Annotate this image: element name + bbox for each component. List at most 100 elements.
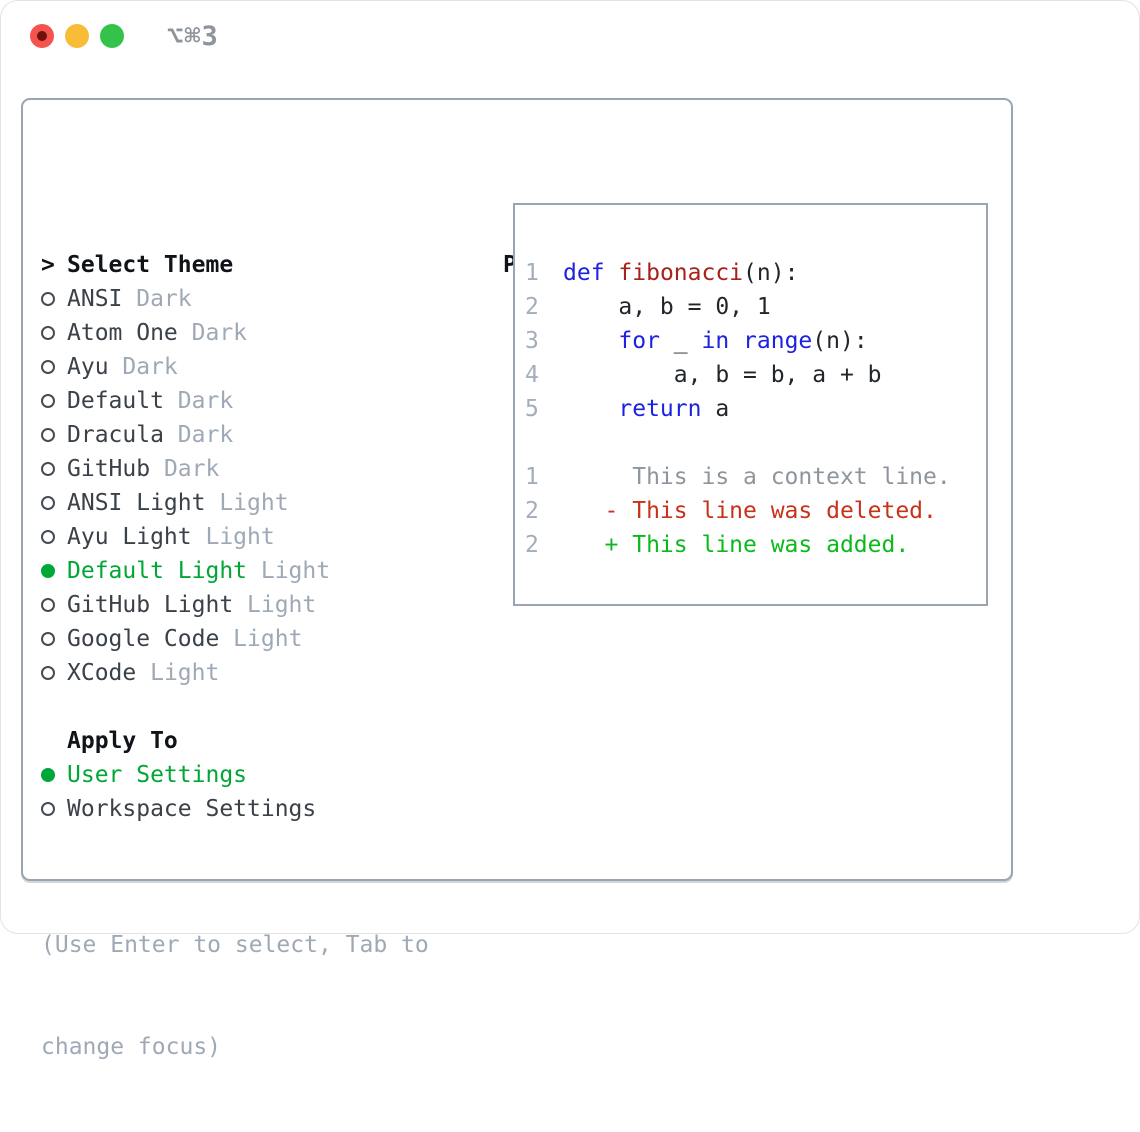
radio-icon xyxy=(41,393,55,408)
code-token-plain xyxy=(563,328,618,354)
theme-name: GitHub Light xyxy=(67,592,234,618)
theme-name: Ayu Light xyxy=(67,524,192,550)
code-token-plain: a xyxy=(701,396,730,422)
theme-option-google-code[interactable]: Google Code Light xyxy=(41,622,330,656)
theme-name: Google Code xyxy=(67,626,220,652)
radio-icon xyxy=(41,427,55,442)
theme-option-default[interactable]: Default Dark xyxy=(41,384,330,418)
line-number: 2 xyxy=(525,498,539,524)
diff-line-added: 2 + This line was added. xyxy=(525,528,986,562)
diff-preview: 1 This is a context line.2 - This line w… xyxy=(525,460,986,562)
code-token-plain: a, b = b, a + b xyxy=(563,362,882,388)
diff-line-context: 1 This is a context line. xyxy=(525,460,986,494)
theme-name: Default Light xyxy=(67,558,248,584)
diff-line-deleted: 2 - This line was deleted. xyxy=(525,494,986,528)
code-line: 2 a, b = 0, 1 xyxy=(525,290,986,324)
code-token-plain: (n): xyxy=(812,328,868,354)
theme-name: XCode xyxy=(67,660,137,686)
theme-variant-tag: Light xyxy=(247,558,331,584)
theme-variant-tag: Dark xyxy=(177,320,248,346)
selection-cursor-icon: > xyxy=(41,252,55,278)
theme-name: ANSI Light xyxy=(67,490,206,516)
theme-variant-tag: Dark xyxy=(163,388,234,414)
apply-option-workspace-settings[interactable]: Workspace Settings xyxy=(41,792,316,826)
titlebar: ⌥⌘3 xyxy=(1,1,1139,73)
maximize-button[interactable] xyxy=(100,24,124,48)
code-line: 4 a, b = b, a + b xyxy=(525,358,986,392)
theme-variant-tag: Dark xyxy=(108,354,178,380)
theme-option-xcode[interactable]: XCode Light xyxy=(41,656,330,690)
theme-option-ayu-light[interactable]: Ayu Light Light xyxy=(41,520,330,554)
diff-text: + This line was added. xyxy=(563,532,910,558)
radio-icon xyxy=(41,801,55,816)
minimize-button[interactable] xyxy=(65,24,89,48)
diff-text: - This line was deleted. xyxy=(563,498,937,524)
code-token-fn: fibonacci xyxy=(618,260,744,286)
radio-selected-icon xyxy=(41,767,55,782)
close-button[interactable] xyxy=(30,24,54,48)
apply-option-label: User Settings xyxy=(67,762,248,788)
line-number: 2 xyxy=(525,532,539,558)
line-number: 1 xyxy=(525,260,539,286)
radio-icon xyxy=(41,597,55,612)
code-token-plain xyxy=(563,396,618,422)
code-token-plain: a, b = 0, 1 xyxy=(563,294,771,320)
theme-variant-tag: Light xyxy=(205,490,289,516)
theme-option-dracula[interactable]: Dracula Dark xyxy=(41,418,330,452)
radio-icon xyxy=(41,291,55,306)
theme-name: Atom One xyxy=(67,320,178,346)
apply-to-header: Apply To xyxy=(67,728,178,754)
line-number: 3 xyxy=(525,328,539,354)
code-token-kw: def xyxy=(563,260,605,286)
diff-text: This is a context line. xyxy=(563,464,951,490)
radio-icon xyxy=(41,495,55,510)
radio-selected-icon xyxy=(41,563,55,578)
select-theme-header: Select Theme xyxy=(67,252,234,278)
window-title: ⌥⌘3 xyxy=(167,21,219,52)
theme-variant-tag: Dark xyxy=(150,456,220,482)
apply-option-label: Workspace Settings xyxy=(67,796,317,822)
theme-option-ayu[interactable]: Ayu Dark xyxy=(41,350,330,384)
select-theme-header-row: > Select Theme xyxy=(41,248,330,282)
theme-name: Ayu xyxy=(67,354,109,380)
code-token-kw: range xyxy=(743,328,813,354)
code-token-kw: in xyxy=(701,328,730,354)
code-line: 5 return a xyxy=(525,392,986,426)
help-text: (Use Enter to select, Tab to change focu… xyxy=(41,860,429,1132)
theme-option-github[interactable]: GitHub Dark xyxy=(41,452,330,486)
theme-option-ansi[interactable]: ANSI Dark xyxy=(41,282,330,316)
theme-option-default-light[interactable]: Default Light Light xyxy=(41,554,330,588)
preview-box: 1 def fibonacci (n): 2 a, b = 0, 1 3 for _ i… xyxy=(513,203,988,606)
theme-variant-tag: Light xyxy=(219,626,303,652)
line-number: 4 xyxy=(525,362,539,388)
apply-option-user-settings[interactable]: User Settings xyxy=(41,758,316,792)
radio-icon xyxy=(41,325,55,340)
theme-variant-tag: Light xyxy=(136,660,220,686)
radio-icon xyxy=(41,665,55,680)
theme-name: ANSI xyxy=(67,286,123,312)
radio-icon xyxy=(41,631,55,646)
line-number: 5 xyxy=(525,396,539,422)
theme-name: GitHub xyxy=(67,456,151,482)
code-token-plain xyxy=(605,260,619,286)
theme-option-ansi-light[interactable]: ANSI Light Light xyxy=(41,486,330,520)
radio-icon xyxy=(41,529,55,544)
line-number: 2 xyxy=(525,294,539,320)
theme-variant-tag: Light xyxy=(233,592,317,618)
code-preview: 1 def fibonacci (n): 2 a, b = 0, 1 3 for _ i… xyxy=(525,256,986,426)
theme-option-atom-one[interactable]: Atom One Dark xyxy=(41,316,330,350)
theme-option-github-light[interactable]: GitHub Light Light xyxy=(41,588,330,622)
code-token-plain xyxy=(729,328,743,354)
code-token-kw: for xyxy=(618,328,660,354)
code-token-plain: _ xyxy=(659,328,702,354)
theme-name: Default xyxy=(67,388,164,414)
radio-icon xyxy=(41,359,55,374)
apply-to-header-row: Apply To xyxy=(41,724,316,758)
help-text-line2: change focus) xyxy=(41,1034,222,1060)
